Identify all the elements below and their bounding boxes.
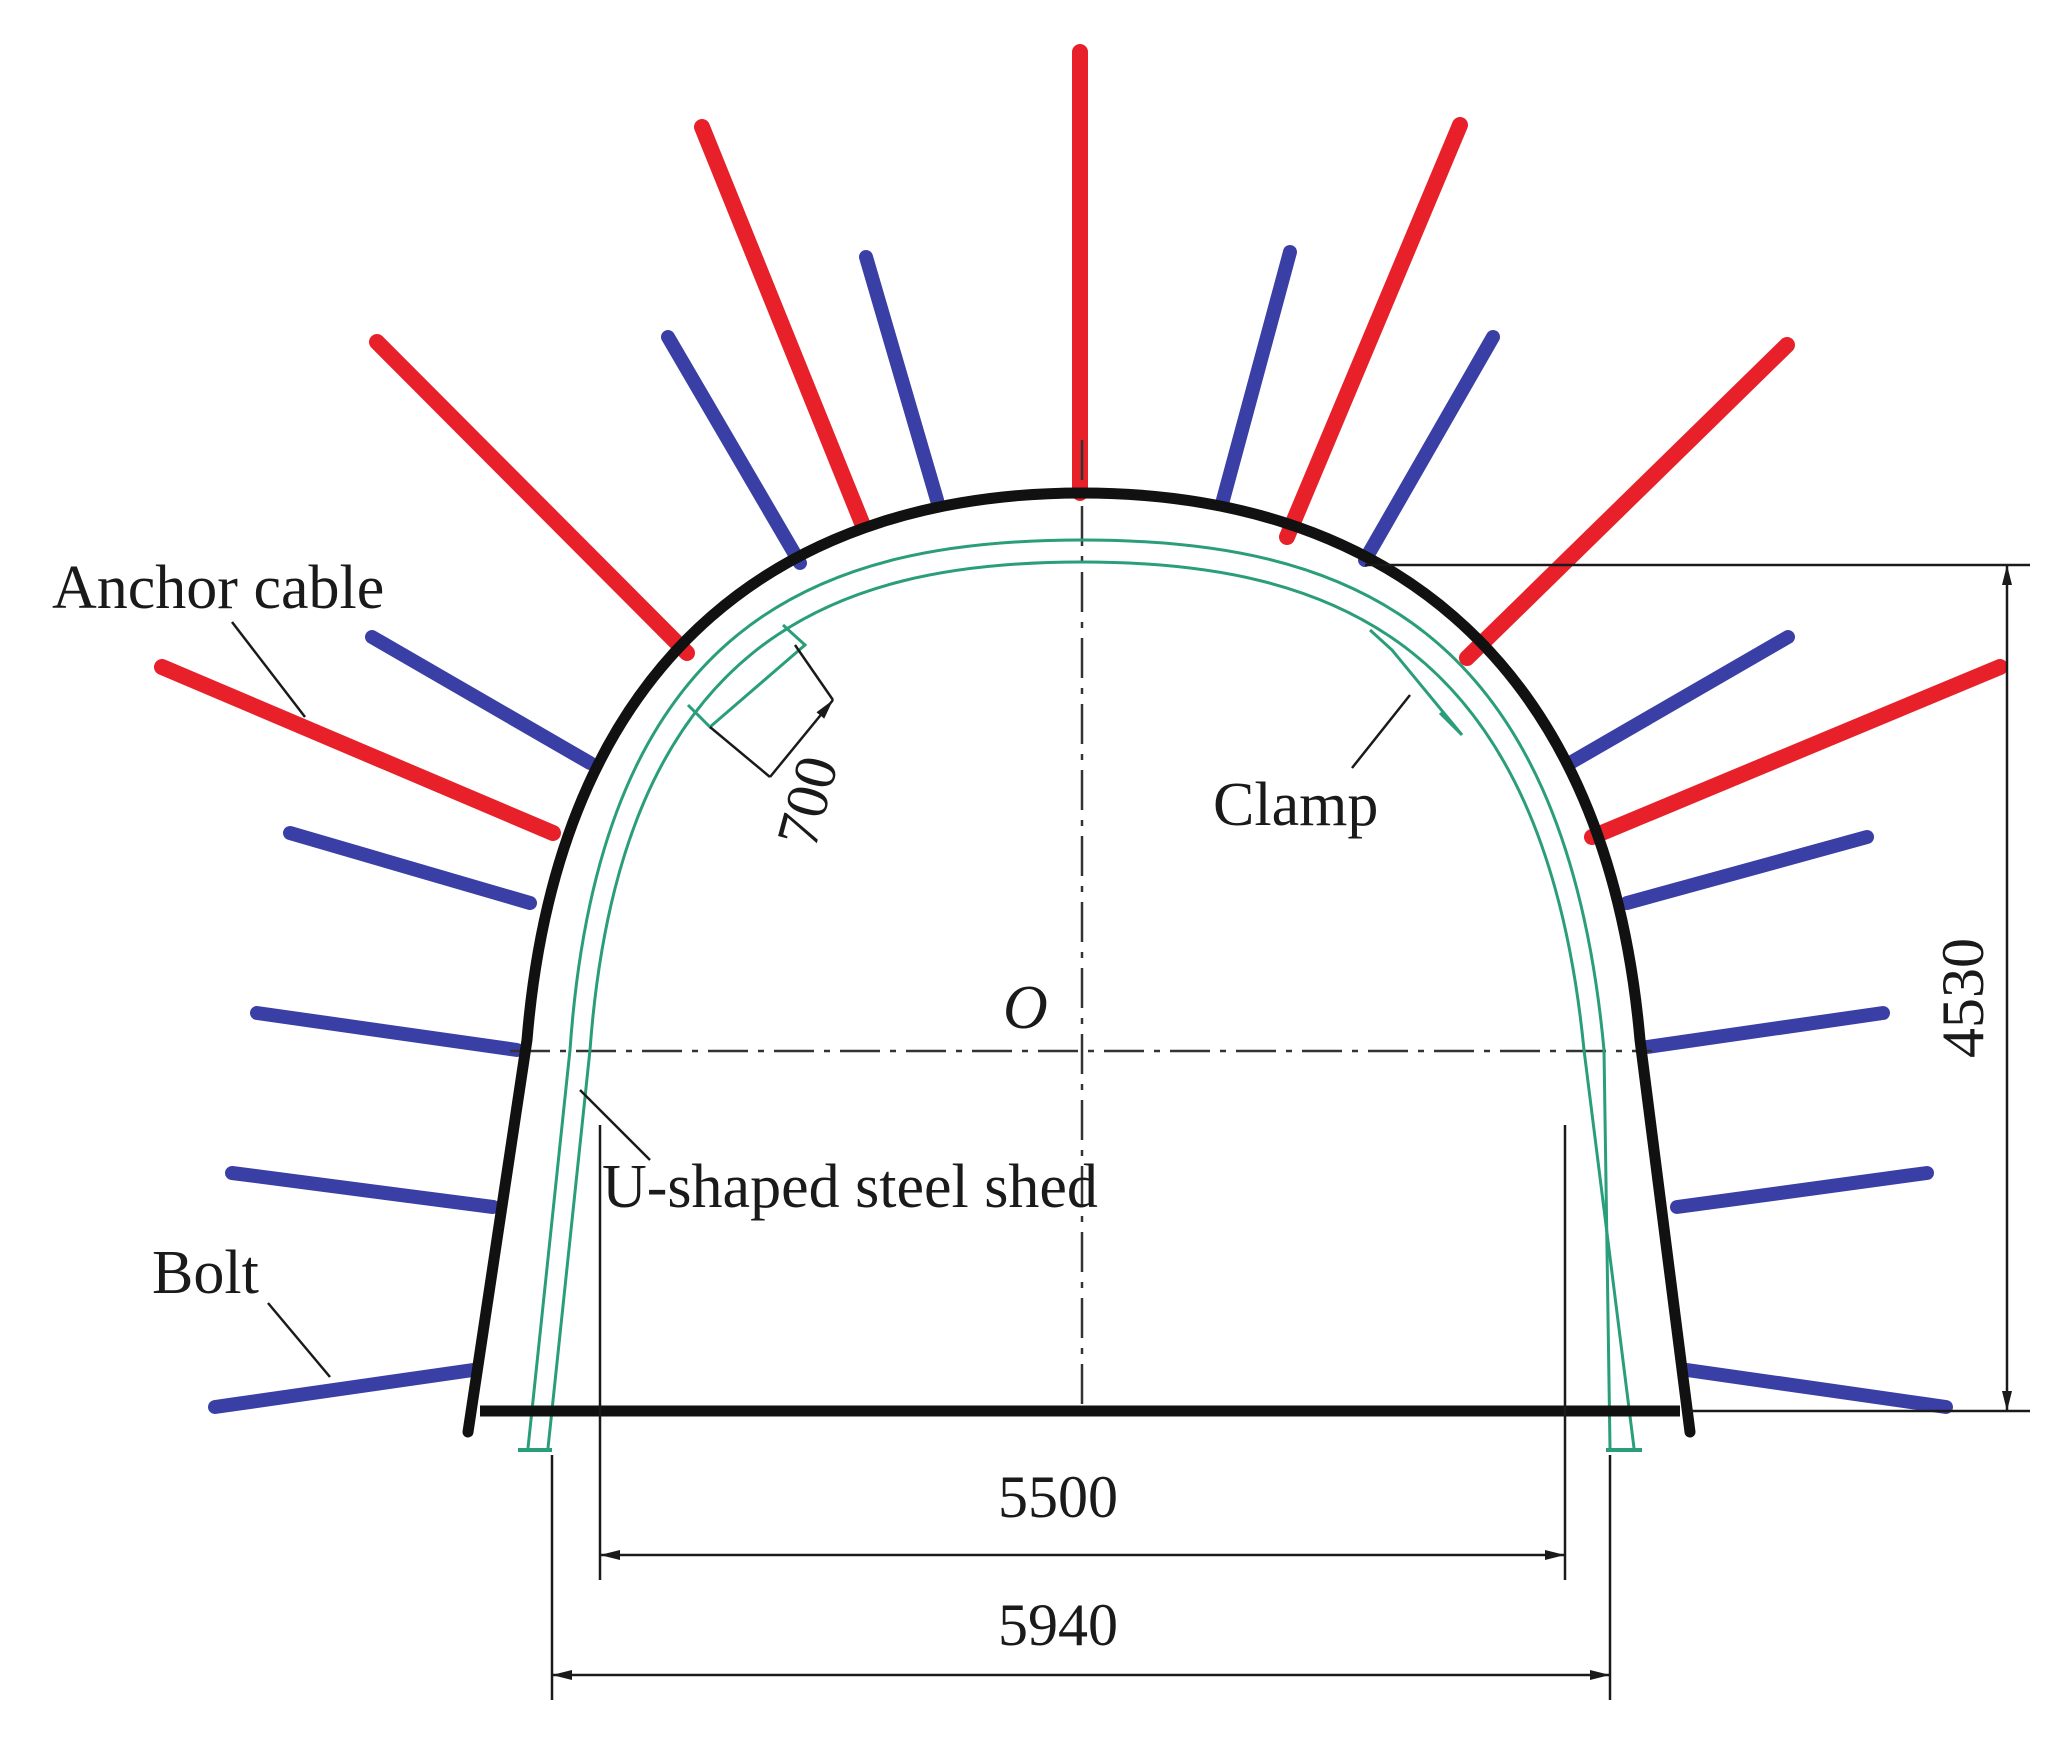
anchor-cable-label: Anchor cable bbox=[52, 554, 384, 622]
bolt bbox=[208, 1363, 480, 1414]
clamp-dim-ext-2 bbox=[793, 644, 835, 701]
u-shaped-steel-shed-outer bbox=[526, 538, 1612, 1449]
anchor-cable-group bbox=[154, 44, 2008, 845]
anchor-cable bbox=[694, 119, 870, 531]
bolt bbox=[1670, 1166, 1934, 1214]
bolt-label: Bolt bbox=[152, 1239, 259, 1307]
anchor-cable bbox=[1279, 117, 1468, 545]
bolt bbox=[1563, 630, 1795, 770]
dim-4530-label: 4530 bbox=[1930, 938, 1996, 1058]
u-shaped-steel-shed-inner bbox=[546, 560, 1636, 1449]
dim-5500-label: 5500 bbox=[998, 1464, 1118, 1530]
clamp-leader bbox=[1351, 694, 1411, 769]
u-shed-label: U-shaped steel shed bbox=[602, 1153, 1098, 1221]
bolt bbox=[225, 1166, 500, 1214]
dim-700-label: 700 bbox=[764, 749, 851, 853]
bolt bbox=[250, 1006, 524, 1057]
bolt bbox=[1358, 330, 1500, 567]
clamp-right bbox=[1368, 628, 1464, 737]
anchor-cable bbox=[1584, 659, 2008, 845]
bolt bbox=[1216, 245, 1297, 507]
bolt bbox=[1680, 1363, 1953, 1414]
clamp-dim-line bbox=[769, 699, 834, 778]
anchor-cable bbox=[369, 334, 695, 661]
clamp-label: Clamp bbox=[1213, 771, 1378, 839]
clamp-dim-ext-1 bbox=[709, 726, 771, 778]
bolt bbox=[283, 826, 537, 910]
anchor-cable bbox=[154, 659, 561, 841]
clamp-left bbox=[686, 623, 808, 730]
bolt bbox=[859, 250, 944, 507]
anchor-cable bbox=[1459, 337, 1795, 666]
bolt bbox=[661, 330, 807, 570]
bolt bbox=[365, 630, 597, 770]
u-shed-leader bbox=[579, 1089, 651, 1161]
bolt bbox=[1620, 830, 1874, 910]
bolt bbox=[1640, 1006, 1890, 1054]
bolt-group bbox=[208, 245, 1953, 1414]
anchor-cable-leader bbox=[231, 621, 306, 718]
roadway-lining bbox=[462, 487, 1696, 1438]
dim-5940-label: 5940 bbox=[998, 1592, 1118, 1658]
origin-label: O bbox=[1003, 974, 1048, 1042]
bolt-leader bbox=[267, 1302, 331, 1378]
